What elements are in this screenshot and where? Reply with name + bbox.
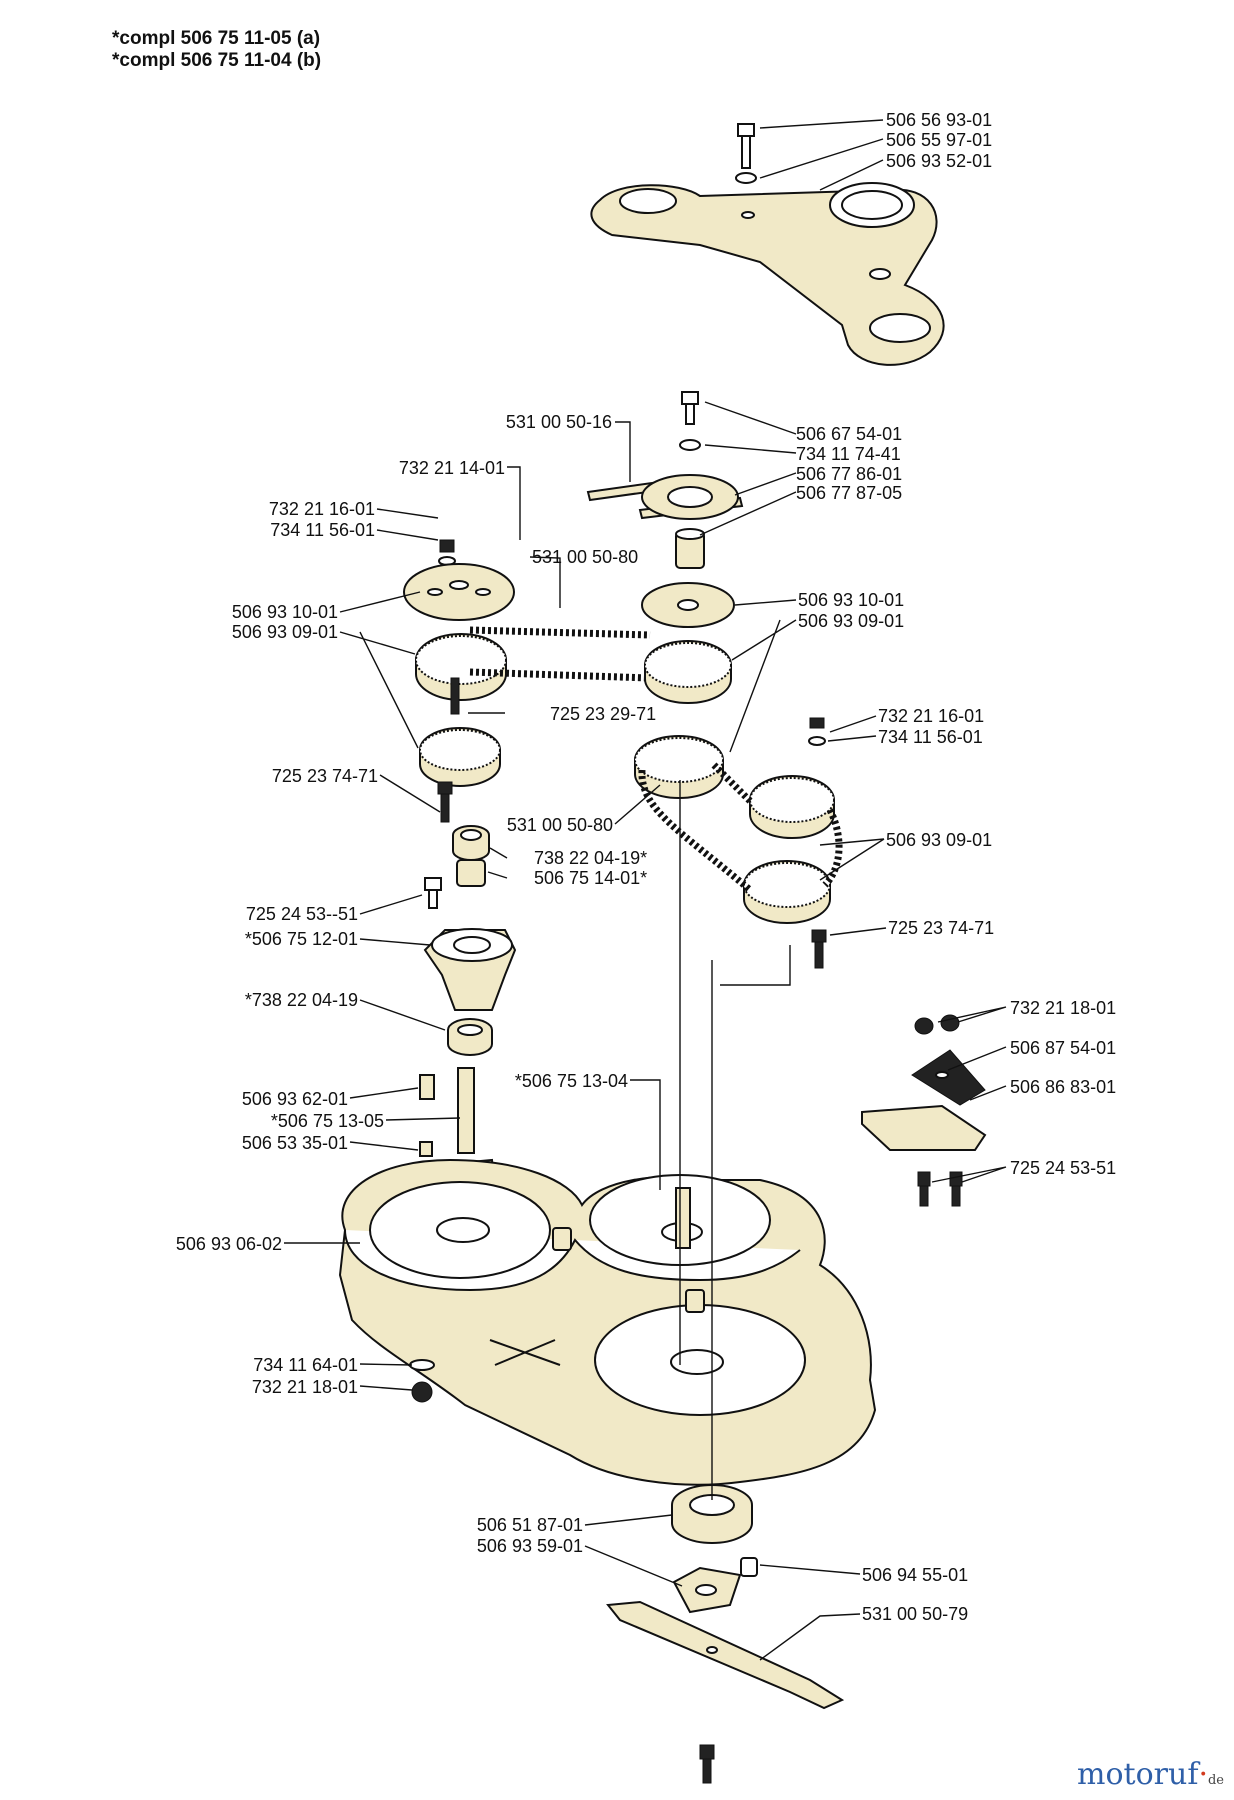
callout-label: 506 86 83-01: [1010, 1077, 1116, 1097]
callout-label: 506 93 52-01: [886, 151, 992, 171]
callout-label: 732 21 16-01: [878, 706, 984, 726]
assembly-code-b: *compl 506 75 11-04 (b): [112, 50, 322, 71]
callout-label: 531 00 50-16: [506, 412, 612, 432]
callout-label: 506 87 54-01: [1010, 1038, 1116, 1058]
callout-label: 732 21 14-01: [399, 458, 505, 478]
watermark-brand: motoruf: [1077, 1757, 1199, 1792]
callout-label: 734 11 56-01: [878, 727, 983, 747]
callout-label: 732 21 18-01: [1010, 998, 1116, 1018]
callout-label: 734 11 64-01: [253, 1355, 358, 1375]
callout-label: 734 11 56-01: [270, 520, 375, 540]
callout-label: 506 93 06-02: [176, 1234, 282, 1254]
part-right-gear-stack: [634, 582, 835, 969]
callout-label: 506 93 10-01: [232, 602, 338, 622]
callout-label: *506 75 12-01: [245, 929, 358, 949]
callout-label: 725 23 74-71: [272, 766, 378, 786]
parts-layer: [338, 123, 987, 1784]
callout-label: 506 75 14-01*: [534, 868, 647, 888]
callout-label: 725 23 29-71: [550, 704, 656, 724]
callout-label: 506 93 59-01: [477, 1536, 583, 1556]
watermark-dot: ·: [1198, 1757, 1208, 1792]
callout-label: 531 00 50-80: [507, 815, 613, 835]
part-tension-arm: [586, 391, 744, 569]
callout-label: 506 51 87-01: [477, 1515, 583, 1535]
watermark-logo: motoruf·de: [1077, 1757, 1224, 1792]
callout-label: *506 75 13-05: [271, 1111, 384, 1131]
callout-label: *738 22 04-19: [245, 990, 358, 1010]
callout-label: *506 75 13-04: [515, 1071, 628, 1091]
callout-label: 725 24 53-51: [1010, 1158, 1116, 1178]
callout-label: 506 53 35-01: [242, 1133, 348, 1153]
callout-label: 506 67 54-01: [796, 424, 902, 444]
callout-label: 738 22 04-19*: [534, 848, 647, 868]
part-belt-upper: [469, 626, 651, 639]
part-blade-assembly: [606, 1484, 845, 1784]
callout-label: 506 77 86-01: [796, 464, 902, 484]
callout-label: 734 11 74-41: [796, 444, 901, 464]
callout-label: 531 00 50-79: [862, 1604, 968, 1624]
part-belt-lower: [469, 668, 651, 682]
callout-label: 725 24 53--51: [246, 904, 358, 924]
callout-labels: 506 56 93-01 506 55 97-01 506 93 52-01 5…: [176, 110, 1116, 1624]
callout-label: 531 00 50-80: [532, 547, 638, 567]
callout-label: 506 77 87-05: [796, 483, 902, 503]
part-deck-housing: [338, 1158, 877, 1486]
part-top-bracket: [590, 182, 945, 366]
callout-label: 506 93 09-01: [886, 830, 992, 850]
part-idler-bracket: [861, 1014, 987, 1207]
callout-label: 725 23 74-71: [888, 918, 994, 938]
part-left-gear-stack: [403, 539, 515, 823]
callout-label: 506 93 09-01: [232, 622, 338, 642]
callout-label: 506 94 55-01: [862, 1565, 968, 1585]
callout-label: 732 21 16-01: [269, 499, 375, 519]
callout-label: 506 93 10-01: [798, 590, 904, 610]
callout-label: 506 56 93-01: [886, 110, 992, 130]
leader-lines: [284, 119, 1007, 1661]
watermark-tld: de: [1207, 1773, 1224, 1788]
assembly-code-a: *compl 506 75 11-05 (a): [112, 28, 321, 49]
part-belt-right: [638, 762, 843, 893]
callout-label: 506 93 09-01: [798, 611, 904, 631]
callout-label: 732 21 18-01: [252, 1377, 358, 1397]
axis-guides: [679, 780, 791, 1500]
part-hub-assembly: [419, 825, 517, 1186]
part-screw-top: [735, 123, 757, 184]
callout-label: 506 55 97-01: [886, 130, 992, 150]
callout-label: 506 93 62-01: [242, 1089, 348, 1109]
